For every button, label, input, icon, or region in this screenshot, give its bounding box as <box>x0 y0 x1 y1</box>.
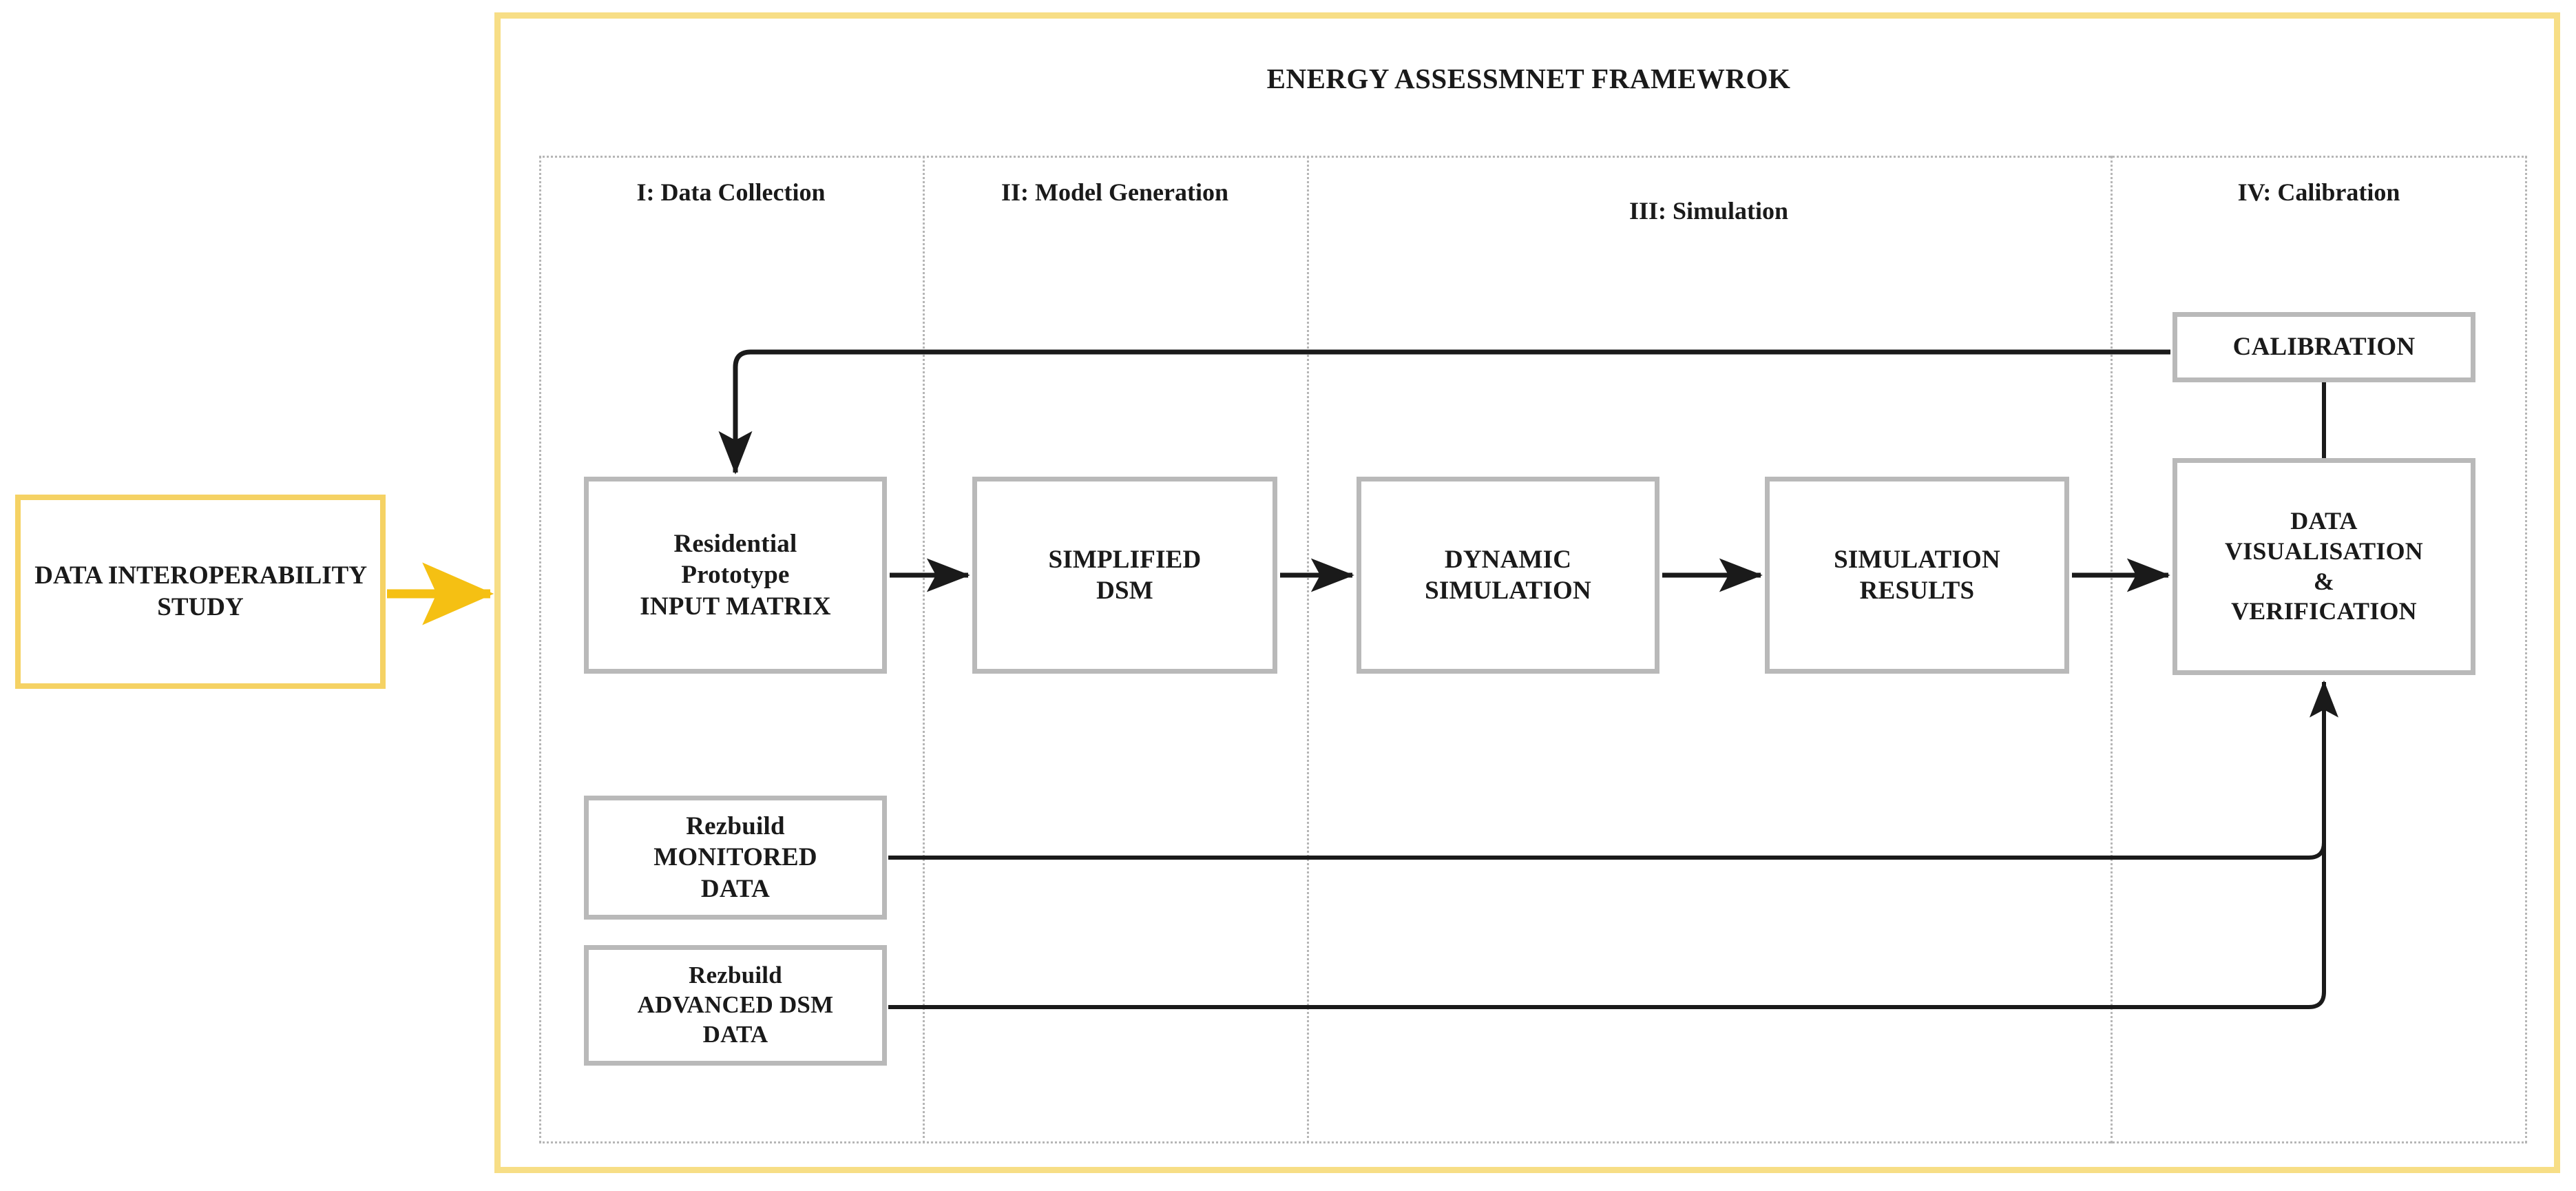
simplified-dsm-line-2: DSM <box>1096 577 1153 605</box>
data-visualisation-line-3: & <box>2313 567 2335 595</box>
stage-divider-2 <box>1307 156 1309 1143</box>
stage-divider-1 <box>923 156 925 1143</box>
box-simulation-results[interactable]: SIMULATION RESULTS <box>1765 477 2069 674</box>
advanced-dsm-data-line-2: ADVANCED DSM <box>637 991 834 1019</box>
data-visualisation-line-2: VISUALISATION <box>2224 537 2424 565</box>
data-visualisation-line-1: DATA <box>2290 506 2358 535</box>
study-label-line-2: INTEROPERABILITY <box>107 561 366 590</box>
box-dynamic-simulation[interactable]: DYNAMIC SIMULATION <box>1357 477 1659 674</box>
stage-divider-3 <box>2111 156 2113 1143</box>
dynamic-simulation-line-2: SIMULATION <box>1425 577 1591 605</box>
box-data-interoperability-study[interactable]: DATA INTEROPERABILITY STUDY <box>15 495 386 689</box>
simplified-dsm-line-1: SIMPLIFIED <box>1048 545 1202 574</box>
box-residential-prototype-input-matrix[interactable]: Residential Prototype INPUT MATRIX <box>584 477 887 674</box>
data-visualisation-line-4: VERIFICATION <box>2231 597 2417 625</box>
stage-panel <box>539 156 2527 1143</box>
monitored-data-line-1: Rezbuild <box>686 812 785 841</box>
monitored-data-line-2: MONITORED <box>653 843 817 872</box>
box-calibration[interactable]: CALIBRATION <box>2172 312 2475 382</box>
box-rezbuild-advanced-dsm-data[interactable]: Rezbuild ADVANCED DSM DATA <box>584 945 887 1066</box>
dynamic-simulation-line-1: DYNAMIC <box>1444 545 1572 574</box>
box-data-visualisation-and-verification[interactable]: DATA VISUALISATION & VERIFICATION <box>2172 458 2475 675</box>
monitored-data-line-3: DATA <box>700 874 771 903</box>
stage-label-simulation: III: Simulation <box>1629 197 1789 225</box>
input-matrix-line-2: Prototype <box>681 561 790 590</box>
simulation-results-line-1: SIMULATION <box>1834 545 2000 574</box>
study-label-line-3: STUDY <box>157 593 244 621</box>
framework-title: ENERGY ASSESSMNET FRAMEWROK <box>1266 63 1791 94</box>
input-matrix-line-3: INPUT MATRIX <box>640 592 831 621</box>
stage-label-data-collection: I: Data Collection <box>636 178 826 206</box>
calibration-line-1: CALIBRATION <box>2232 333 2416 362</box>
stage-label-model-generation: II: Model Generation <box>1001 178 1228 206</box>
box-rezbuild-monitored-data[interactable]: Rezbuild MONITORED DATA <box>584 796 887 920</box>
input-matrix-line-1: Residential <box>673 530 797 559</box>
advanced-dsm-data-line-1: Rezbuild <box>689 962 782 989</box>
box-simplified-dsm[interactable]: SIMPLIFIED DSM <box>972 477 1277 674</box>
study-label-line-1: DATA <box>34 561 102 590</box>
stage-label-calibration: IV: Calibration <box>2237 178 2400 206</box>
advanced-dsm-data-line-3: DATA <box>702 1020 768 1048</box>
simulation-results-line-2: RESULTS <box>1859 577 1975 605</box>
